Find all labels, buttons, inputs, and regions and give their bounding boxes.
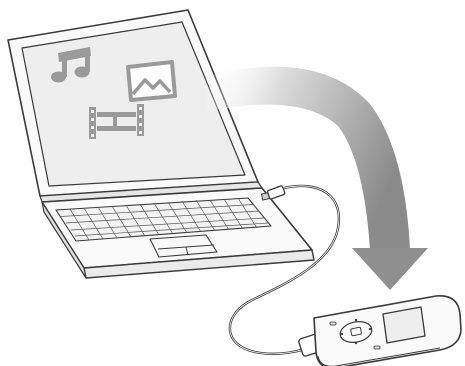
image-icon (128, 62, 175, 100)
player-display (383, 307, 425, 343)
portable-player (314, 296, 461, 366)
laptop (8, 10, 314, 278)
arrow-head-icon (352, 248, 428, 290)
